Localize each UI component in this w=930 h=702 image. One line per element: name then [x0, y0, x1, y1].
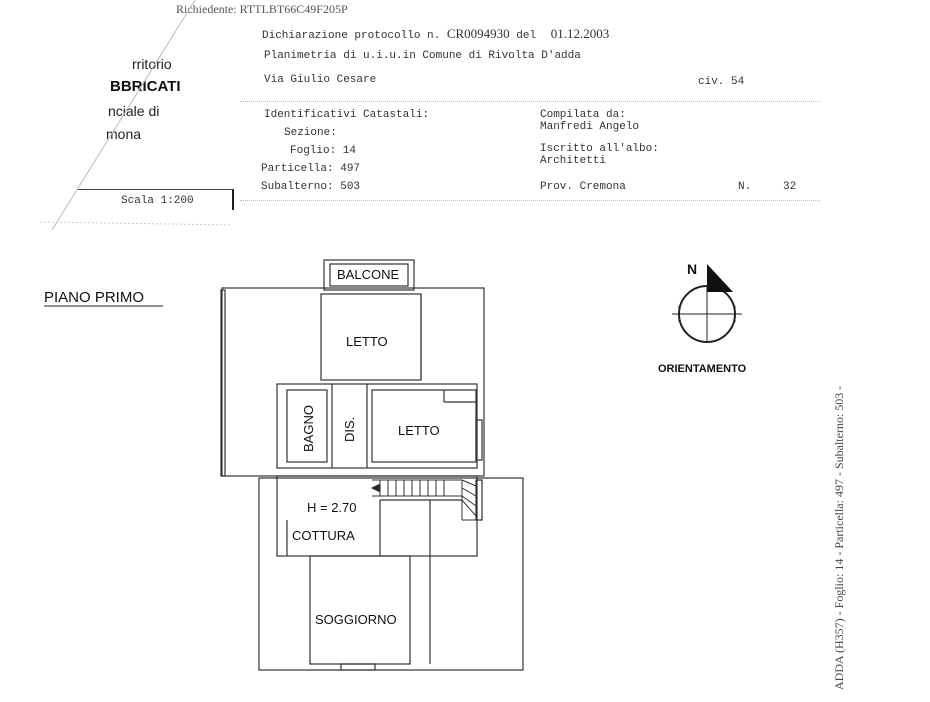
- cut-line: [39, 221, 233, 226]
- room-bagno: BAGNO: [301, 405, 316, 452]
- room-letto-2: LETTO: [398, 423, 440, 438]
- n-label: N.: [738, 181, 752, 193]
- civ-label: civ.: [698, 76, 725, 88]
- civ-line: civ. 54: [698, 76, 744, 88]
- room-height: H = 2.70: [307, 500, 357, 515]
- north-label: N: [687, 261, 697, 277]
- protocollo-number: CR0094930: [446, 26, 510, 41]
- room-soggiorno: SOGGIORNO: [315, 612, 397, 627]
- office-line-1: rritorio: [132, 56, 172, 72]
- divider: [240, 200, 820, 201]
- compilata-value: Manfredi Angelo: [540, 121, 640, 133]
- office-line-3: nciale di: [108, 103, 160, 119]
- protocollo-line: Dichiarazione protocollo n. CR0094930 de…: [262, 26, 609, 42]
- scale-label: Scala 1:200: [121, 195, 194, 207]
- floor-title: PIANO PRIMO: [44, 289, 145, 306]
- protocollo-prefix: Dichiarazione protocollo n.: [262, 30, 441, 42]
- civ-value: 54: [731, 76, 745, 88]
- orientation-label: ORIENTAMENTO: [658, 363, 747, 375]
- compilata-label: Compilata da:: [540, 109, 626, 121]
- room-dis: DIS.: [342, 417, 357, 442]
- staircase: [370, 479, 477, 521]
- room-balcone: BALCONE: [337, 267, 399, 282]
- n-value: 32: [783, 181, 797, 193]
- ident-title: Identificativi Catastali:: [264, 109, 430, 121]
- richiedente-value: RTTLBT66C49F205P: [239, 2, 348, 16]
- cut-line: [51, 0, 196, 231]
- iscritto-value: Architetti: [540, 155, 607, 167]
- foglio: Foglio: 14: [290, 145, 357, 157]
- prov: Prov. Cremona: [540, 181, 626, 193]
- office-line-2: BBRICATI: [110, 78, 181, 95]
- divider: [240, 101, 820, 102]
- protocollo-del: del: [516, 30, 537, 42]
- north-arrow-icon: [672, 264, 742, 343]
- side-caption: ADDA (H357) - Foglio: 14 - Particella: 4…: [832, 385, 846, 690]
- room-cottura: COTTURA: [292, 528, 355, 543]
- room-letto-1: LETTO: [346, 334, 388, 349]
- via-line: Via Giulio Cesare: [264, 74, 377, 86]
- plan-outline: [220, 259, 524, 671]
- sezione: Sezione:: [284, 127, 337, 139]
- particella: Particella: 497: [261, 163, 361, 175]
- scale-box: [78, 189, 234, 210]
- iscritto-label: Iscritto all'albo:: [540, 143, 659, 155]
- planimetria-line: Planimetria di u.i.u.in Comune di Rivolt…: [264, 50, 581, 62]
- protocollo-date: 01.12.2003: [550, 26, 610, 41]
- subalterno: Subalterno: 503: [261, 181, 361, 193]
